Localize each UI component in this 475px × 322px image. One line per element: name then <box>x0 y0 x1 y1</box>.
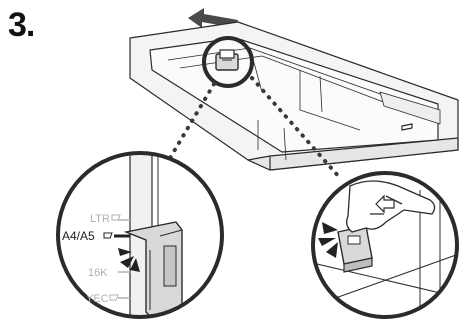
right-zoom-detail <box>300 173 470 320</box>
left-zoom-detail: LTR A4/A5 16K YEC <box>58 150 222 322</box>
label-16k: 16K <box>88 267 108 279</box>
label-yec: YEC <box>86 293 109 305</box>
label-ltr: LTR <box>90 213 110 225</box>
paper-tray <box>130 22 458 170</box>
label-a4-a5: A4/A5 <box>62 229 95 243</box>
